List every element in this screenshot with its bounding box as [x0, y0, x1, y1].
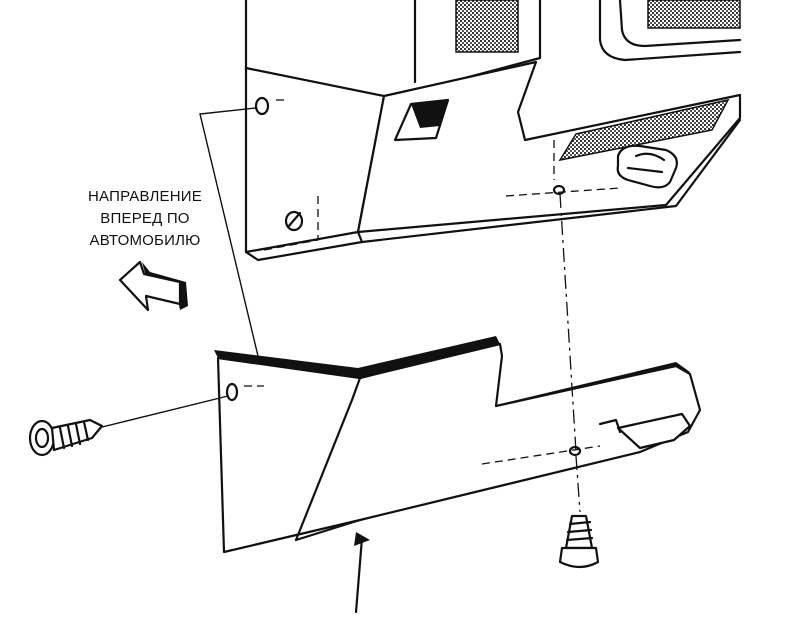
direction-caption-line-3: АВТОМОБИЛЮ — [89, 232, 201, 249]
upper-hole-bottom — [284, 210, 304, 232]
direction-caption-line-1: НАПРАВЛЕНИЕ — [88, 188, 202, 205]
panel-clip — [616, 144, 678, 189]
lower-hole-left — [225, 382, 239, 402]
screw-left-icon — [28, 418, 104, 457]
direction-caption: НАПРАВЛЕНИЕ ВПЕРЕД ПО АВТОМОБИЛЮ — [70, 186, 220, 252]
lower-hole-right — [568, 445, 582, 457]
top-vent-left — [455, 0, 519, 53]
upper-body-panel — [244, 0, 742, 262]
upper-hole-top — [254, 96, 270, 116]
direction-caption-line-2: ВПЕРЕД ПО — [100, 210, 190, 227]
lower-trim-panel — [214, 336, 702, 554]
arrow-up-icon — [354, 532, 370, 614]
top-vent-right — [647, 0, 741, 29]
alignment-lines — [97, 107, 581, 513]
screw-bottom-icon — [558, 514, 600, 569]
upper-hole-right — [552, 184, 566, 196]
hollow-arrow-left-icon — [118, 260, 188, 312]
